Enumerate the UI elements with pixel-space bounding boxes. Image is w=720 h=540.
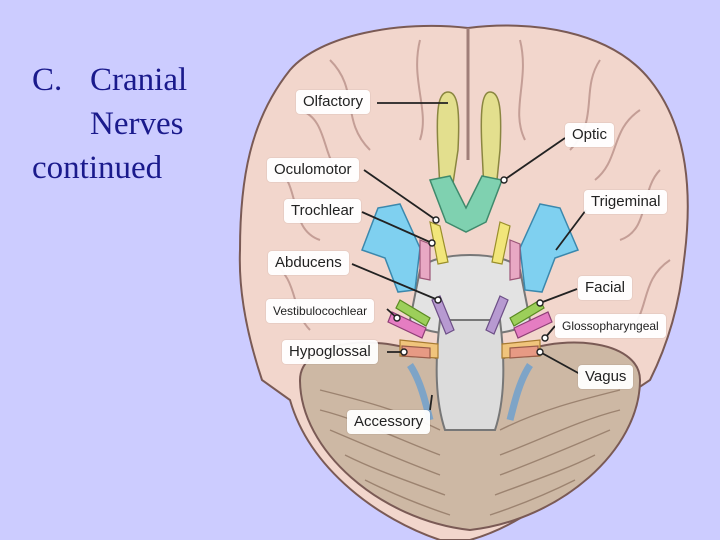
- vestibulocochlear-right: [513, 311, 553, 339]
- label-optic: Optic: [565, 123, 615, 147]
- oculomotor-right: [491, 221, 511, 265]
- cerebellum: [298, 341, 642, 532]
- label-olfactory: Olfactory: [296, 90, 371, 114]
- trigeminal-right: [519, 203, 580, 293]
- trochlear-right: [509, 239, 521, 281]
- slide-title: C. Cranial Nerves continued: [32, 58, 262, 190]
- accessory-right: [506, 363, 533, 421]
- title-word-continued: continued: [32, 150, 163, 186]
- title-letter: C.: [32, 62, 63, 98]
- label-abducens: Abducens: [268, 251, 349, 275]
- label-accessory: Accessory: [347, 410, 431, 434]
- label-trochlear: Trochlear: [284, 199, 361, 223]
- leader-lines: [351, 102, 587, 411]
- facial-right: [509, 299, 545, 327]
- facial-left: [395, 299, 431, 327]
- label-trigeminal: Trigeminal: [584, 190, 668, 214]
- leader-dots: [393, 176, 549, 356]
- label-vestibulocochlear: Vestibulocochlear: [266, 299, 375, 323]
- oculomotor-left: [429, 221, 449, 265]
- label-vagus: Vagus: [578, 365, 634, 389]
- abducens-right: [485, 295, 509, 335]
- label-oculomotor: Oculomotor: [267, 158, 359, 182]
- label-facial: Facial: [578, 276, 633, 300]
- title-word-nerves: Nerves: [90, 106, 184, 142]
- label-hypoglossal: Hypoglossal: [282, 340, 378, 364]
- medulla: [435, 319, 505, 431]
- trigeminal-left: [361, 203, 421, 293]
- label-glossopharyngeal: Glossopharyngeal: [555, 314, 666, 338]
- trochlear-left: [419, 239, 431, 281]
- hypoglossal-right: [509, 345, 539, 359]
- title-word-cranial: Cranial: [90, 62, 188, 98]
